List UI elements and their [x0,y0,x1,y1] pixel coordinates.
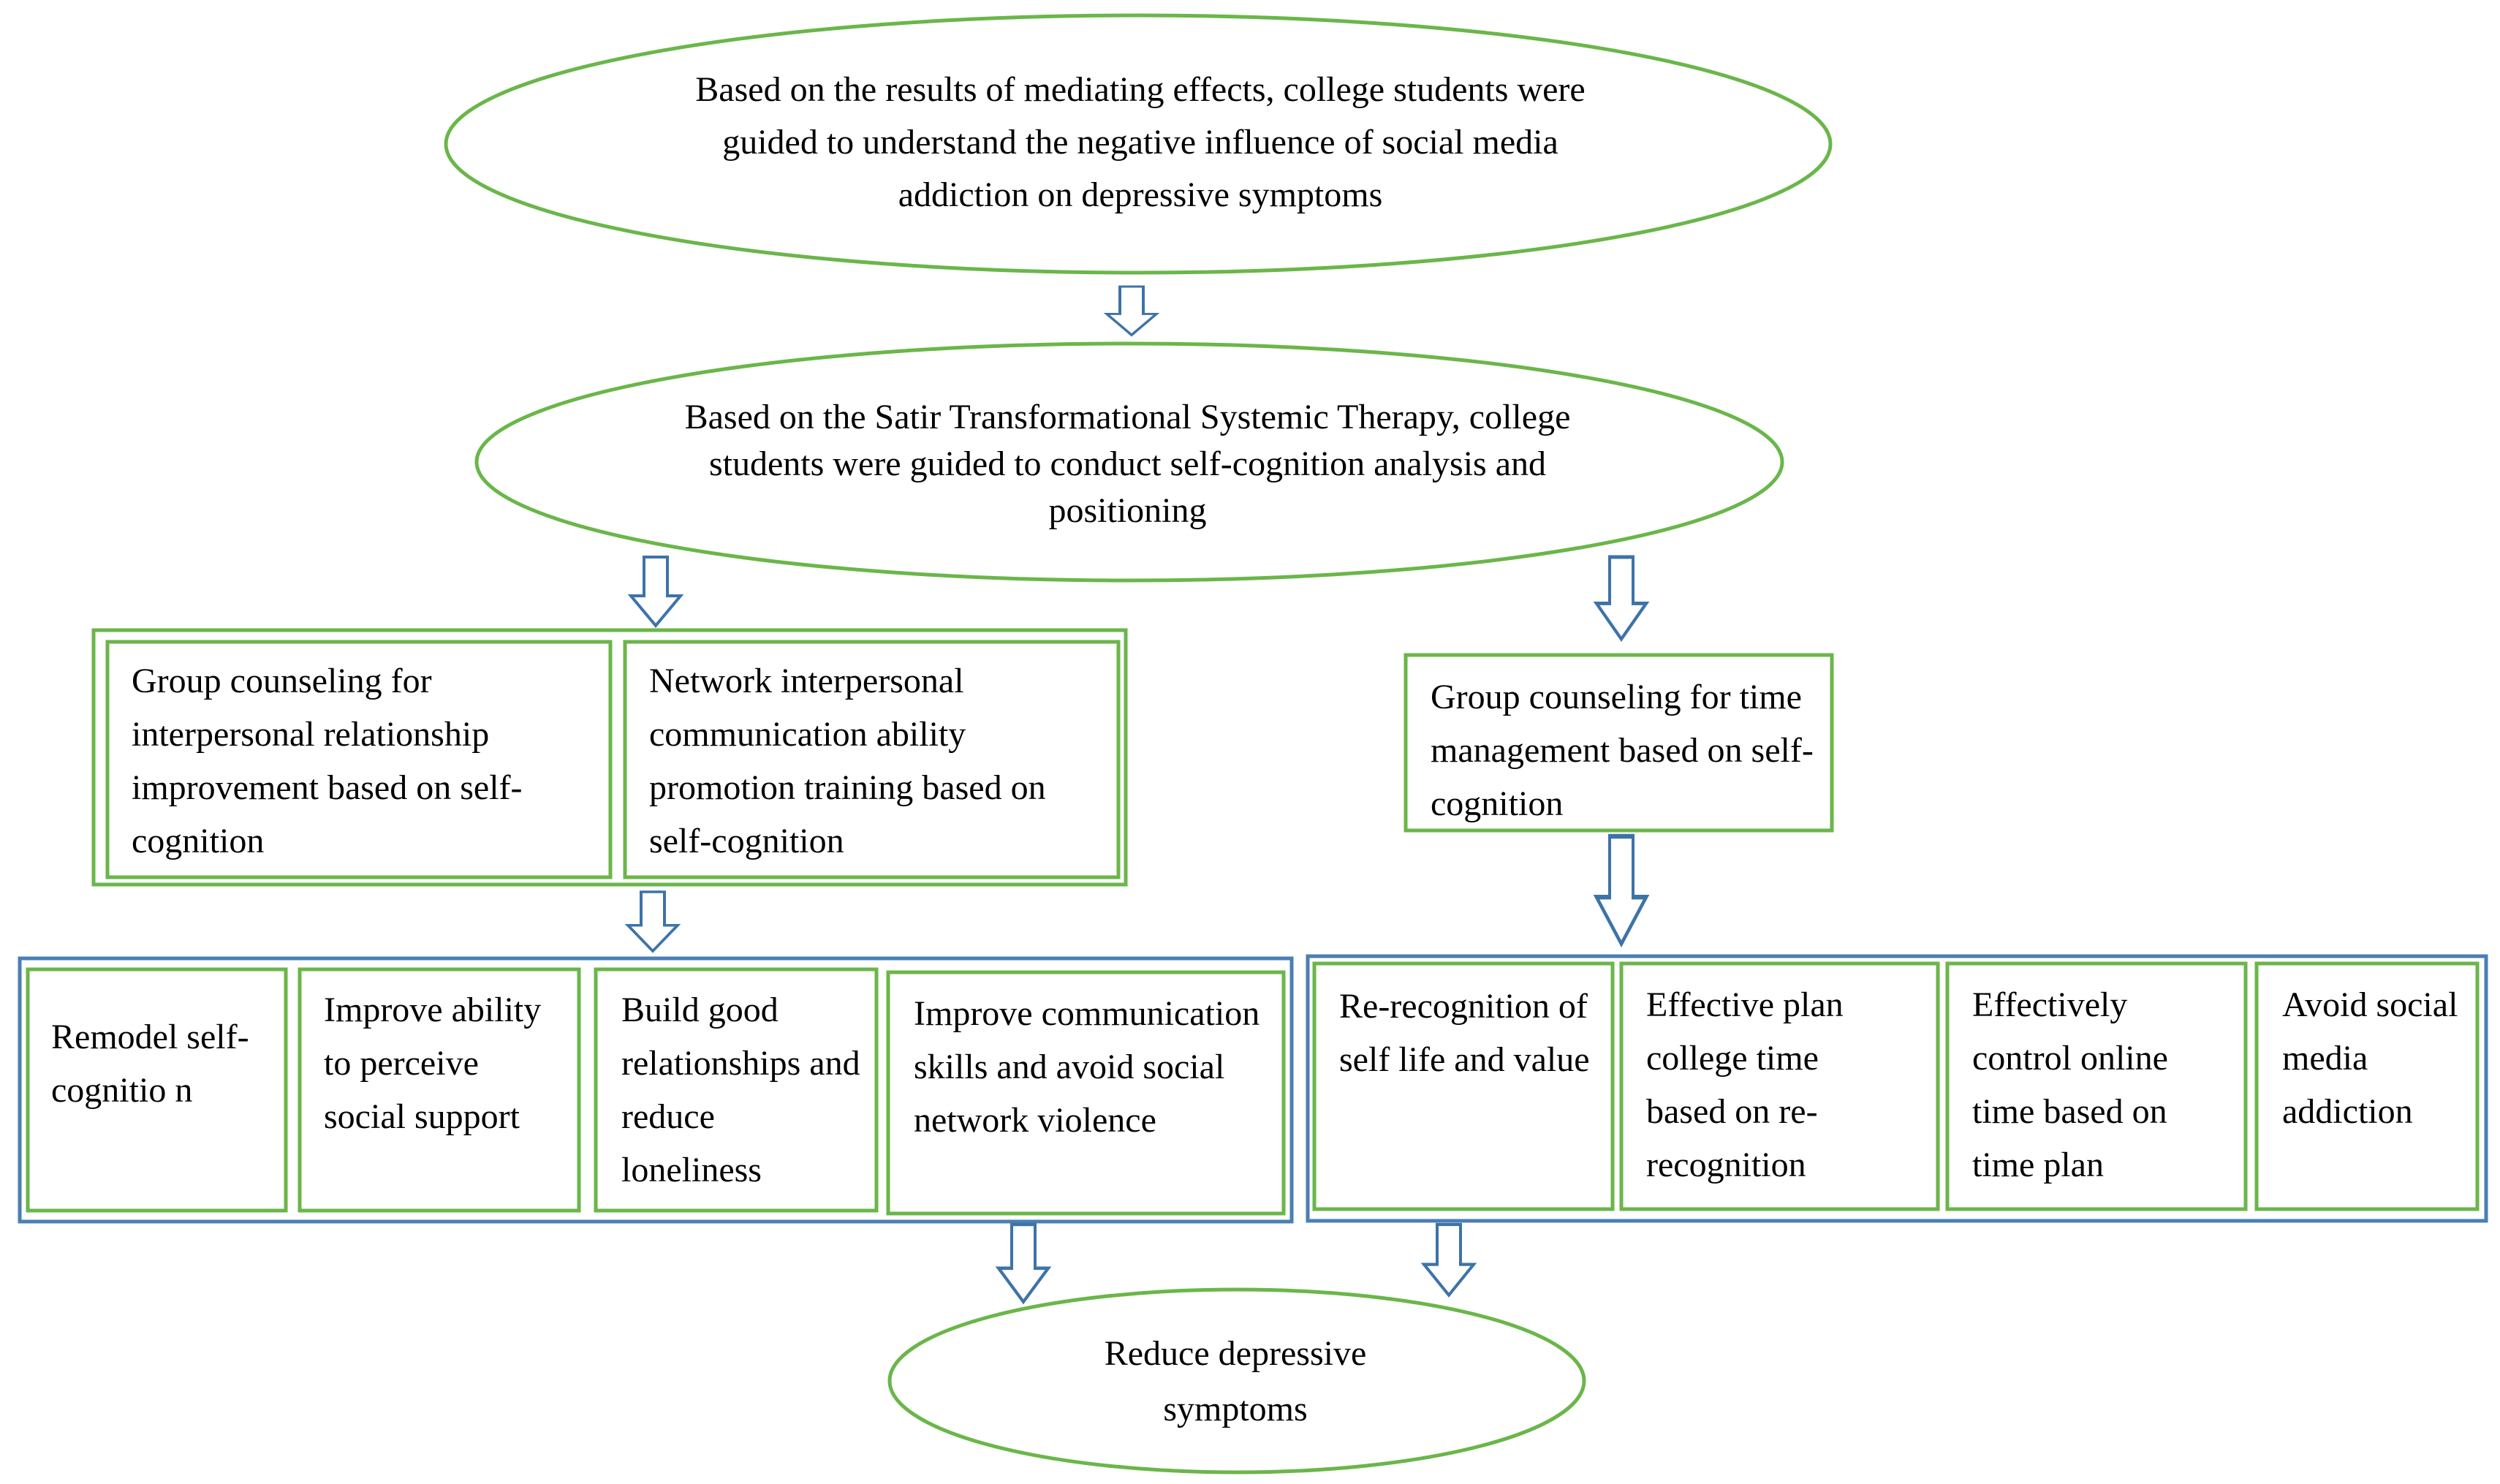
outcome-left-1-frame [26,967,288,1213]
outcome-left-4-frame [886,970,1286,1216]
arrow-left-outcomes-to-result [999,1224,1048,1302]
outcome-left-3-frame [594,967,879,1213]
bottom-ellipse-shape [887,1287,1586,1474]
top-ellipse-shape [444,13,1833,275]
left-blue-group-frame [18,956,1294,1224]
left-box-2-text: Network interpersonal communication abil… [649,662,1046,860]
outcome-right-4-text: Avoid social media addiction [2282,985,2458,1131]
outcome-right-3-text: Effectively control online time based on… [1972,985,2168,1184]
arrow-second-to-right-box [1596,557,1646,639]
arrow-second-to-left-group [631,557,681,626]
arrow-right-box-to-outcomes [1596,836,1646,944]
outcome-left-2-text: Improve ability to perceive social suppo… [324,991,542,1136]
outcome-right-3-frame [1945,961,2248,1211]
left-box-1-frame [105,640,613,879]
right-box-text: Group counseling for time management bas… [1431,678,1814,823]
outcome-left-3-text: Build good relationships and reduce lone… [621,991,860,1189]
outcome-right-2-frame [1619,961,1940,1211]
outcome-left-4-text: Improve communication skills and avoid s… [914,994,1260,1140]
outcome-left-2-frame [298,967,581,1213]
outcome-left-1-text: Remodel self-cognitio n [51,1018,249,1110]
left-green-group-frame [91,628,1128,887]
outcome-right-1-text: Re-recognition of self life and value [1339,987,1590,1079]
outcome-right-2-text: Effective plan college time based on re-… [1646,985,1844,1184]
outcome-right-1-frame [1312,961,1615,1211]
second-ellipse-shape [474,341,1784,583]
right-box-frame [1404,653,1834,833]
arrow-left-group-to-outcomes [626,890,679,953]
outcome-right-4-frame [2254,961,2480,1211]
top-ellipse-text: Based on the results of mediating effect… [695,70,1586,214]
left-box-2-frame [623,640,1121,879]
second-ellipse-text: Based on the Satir Transformational Syst… [684,398,1571,530]
bottom-ellipse-text: Reduce depressive symptoms [1104,1334,1367,1428]
right-blue-group-frame [1306,954,2488,1223]
left-box-1-text: Group counseling for interpersonal relat… [132,662,523,860]
arrow-top-to-second [1105,285,1158,337]
arrow-right-outcomes-to-result [1424,1224,1474,1295]
